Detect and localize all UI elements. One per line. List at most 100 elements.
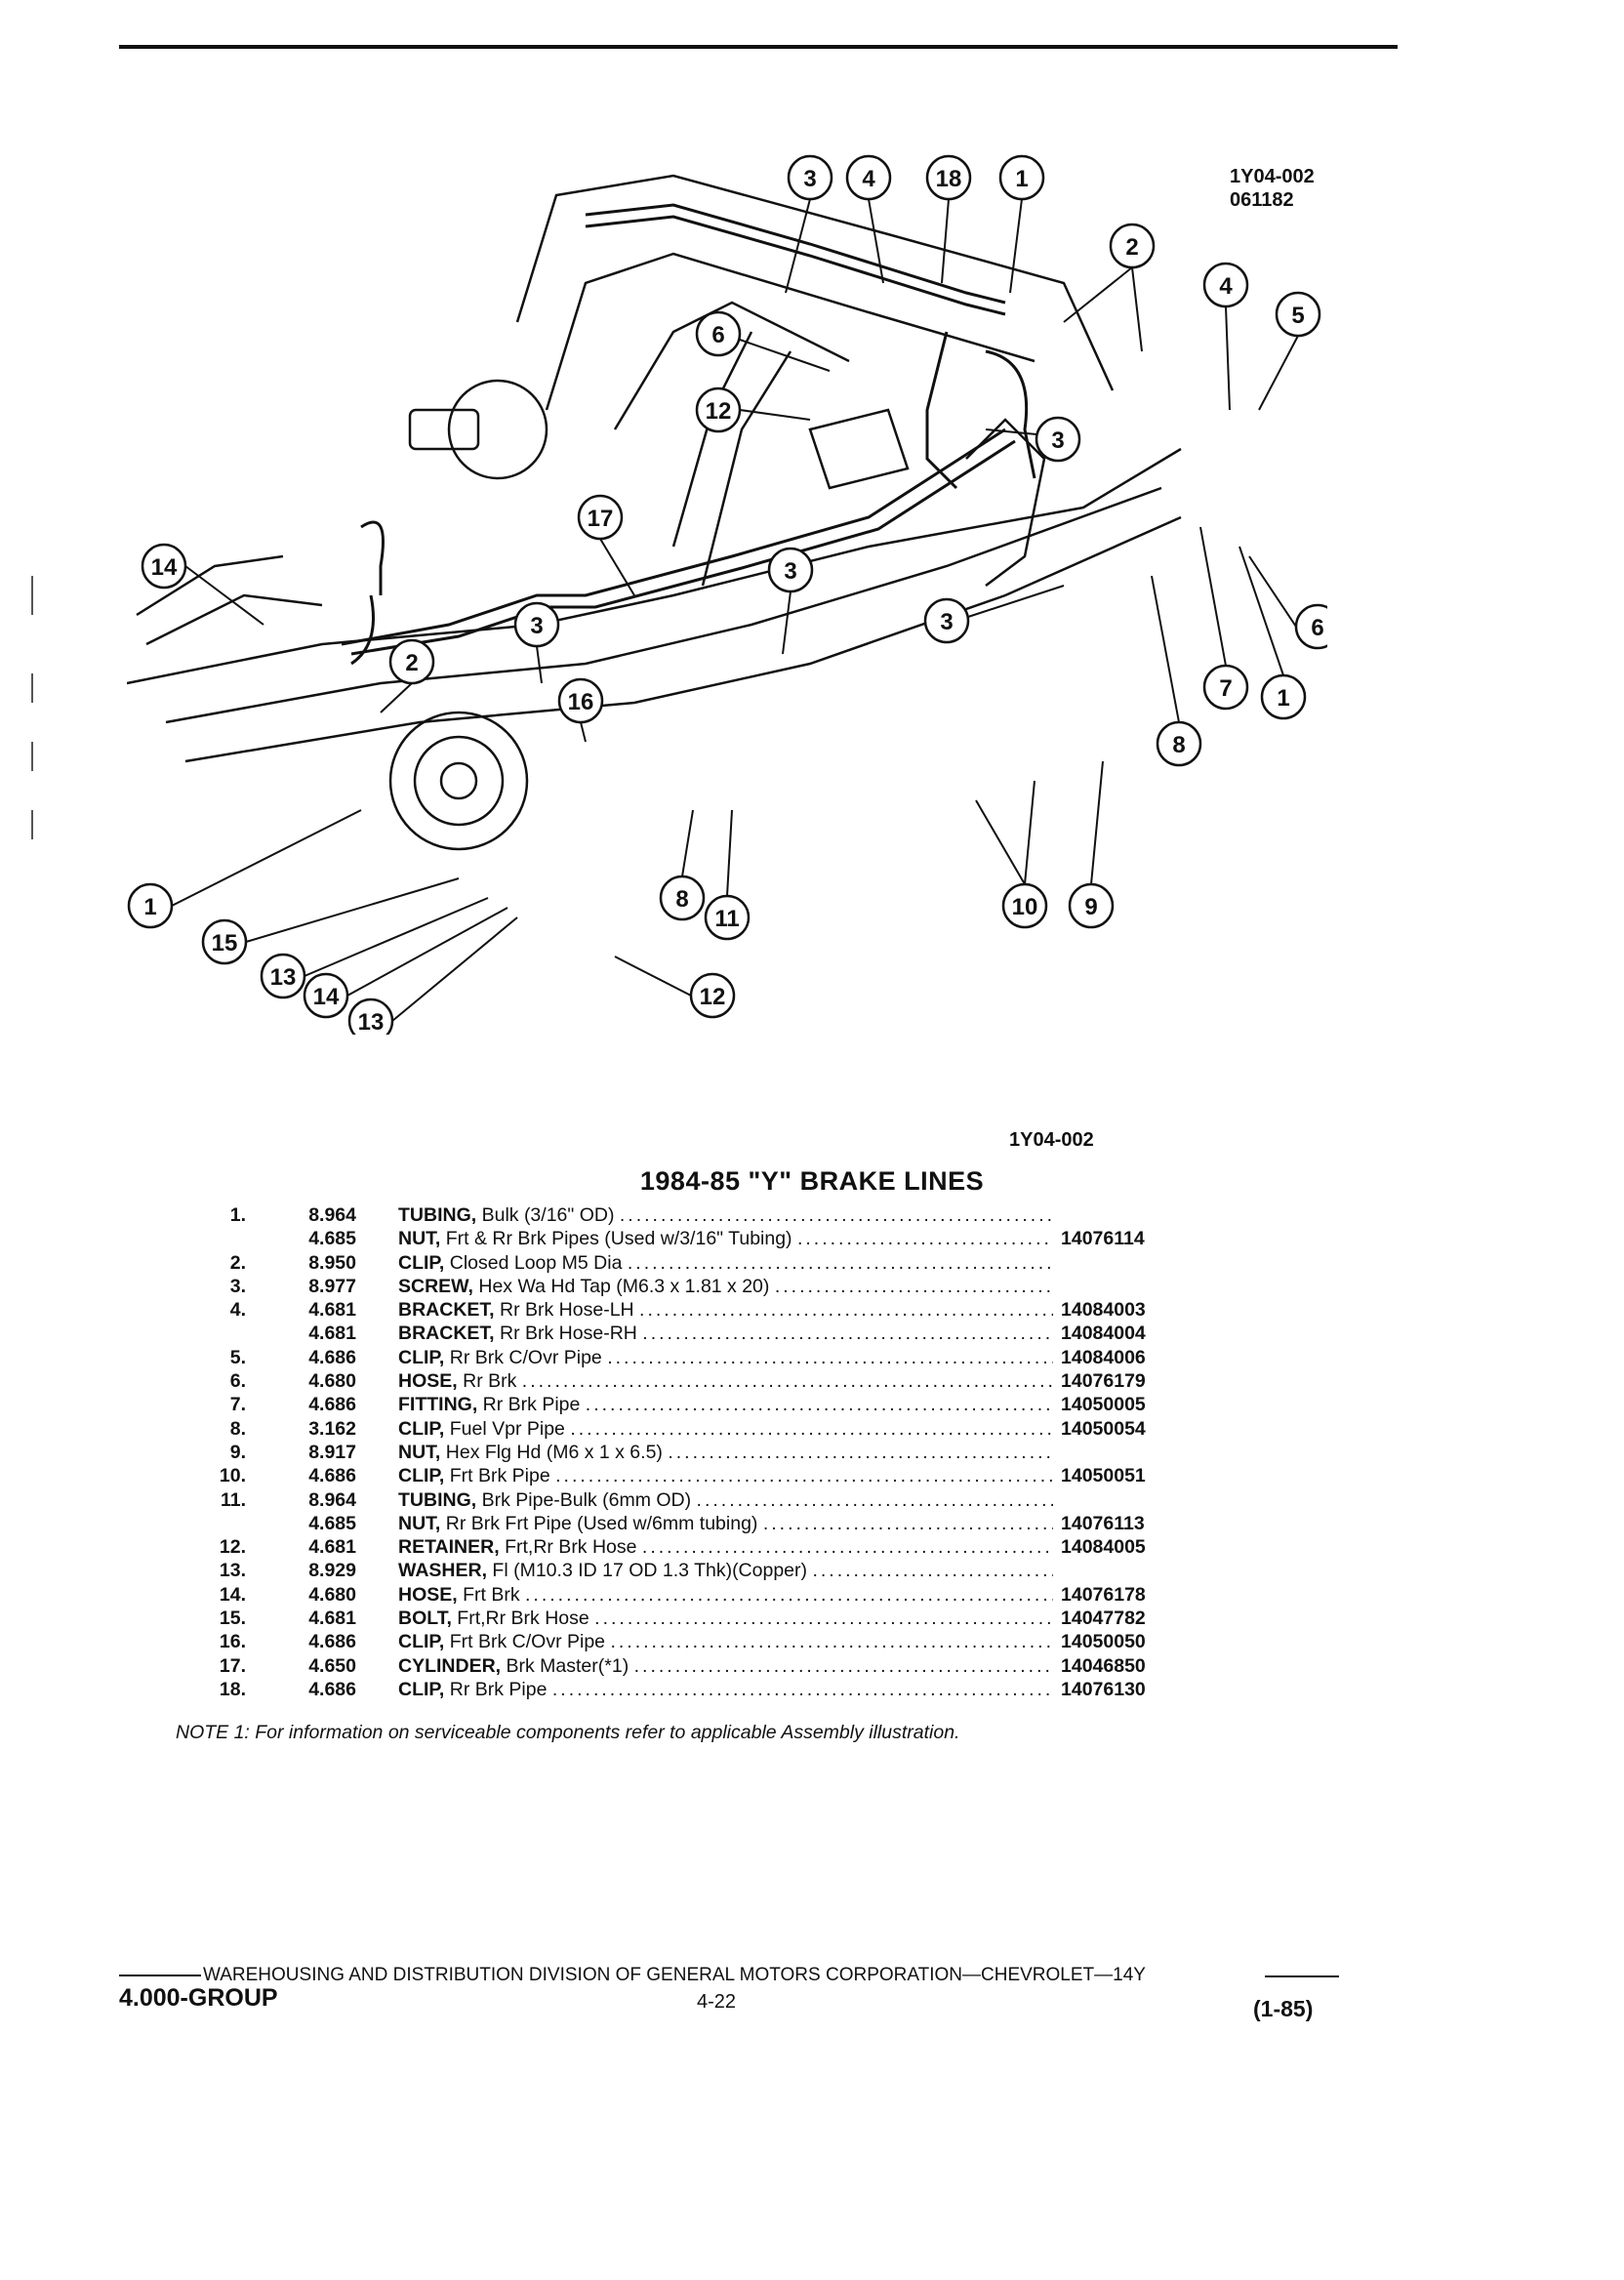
item-detail: Brk Pipe-Bulk (6mm OD) xyxy=(476,1488,697,1511)
leader-dots: ........................................… xyxy=(696,1488,1053,1511)
item-description: CYLINDER, Brk Master(*1) ...............… xyxy=(356,1654,1053,1678)
item-detail: Closed Loop M5 Dia xyxy=(444,1251,628,1274)
item-number: 18. xyxy=(219,1678,246,1700)
item-name: FITTING, xyxy=(398,1394,478,1416)
svg-text:9: 9 xyxy=(1084,894,1097,920)
group-number: 4.680 xyxy=(308,1370,356,1393)
item-name: BRACKET, xyxy=(398,1299,495,1322)
footer-division-text: WAREHOUSING AND DISTRIBUTION DIVISION OF… xyxy=(203,1965,1146,1985)
svg-text:1: 1 xyxy=(143,894,156,920)
svg-text:8: 8 xyxy=(675,886,688,913)
part-number xyxy=(1053,1441,1178,1464)
part-number: 14084005 xyxy=(1061,1536,1146,1559)
svg-text:15: 15 xyxy=(212,930,238,957)
item-name: BRACKET, xyxy=(398,1323,495,1345)
item-description: SCREW, Hex Wa Hd Tap (M6.3 x 1.81 x 20) … xyxy=(356,1275,1053,1298)
item-name: CLIP, xyxy=(398,1465,445,1487)
leader-dots: ........................................… xyxy=(594,1608,1053,1630)
item-number: 8. xyxy=(229,1417,246,1440)
margin-mark xyxy=(31,810,33,839)
part-number: 14050005 xyxy=(1061,1394,1146,1416)
part-number: 14084004 xyxy=(1061,1323,1146,1345)
svg-text:14: 14 xyxy=(151,554,178,581)
group-number: 4.681 xyxy=(308,1299,356,1322)
svg-text:12: 12 xyxy=(700,984,726,1010)
item-number: 17. xyxy=(219,1654,246,1677)
footnote: NOTE 1: For information on serviceable c… xyxy=(176,1722,960,1743)
svg-text:1: 1 xyxy=(1277,685,1289,712)
page-title: 1984-85 "Y" BRAKE LINES xyxy=(639,1166,985,1196)
item-number: 15. xyxy=(219,1608,246,1630)
item-name: WASHER, xyxy=(398,1560,488,1582)
item-detail: Rr Brk Frt Pipe (Used w/6mm tubing) xyxy=(440,1512,763,1534)
svg-text:5: 5 xyxy=(1291,303,1304,329)
item-detail: Rr Brk xyxy=(457,1370,522,1393)
item-description: HOSE, Frt Brk ..........................… xyxy=(356,1583,1053,1607)
svg-text:3: 3 xyxy=(940,609,953,635)
item-detail: Rr Brk Pipe xyxy=(477,1394,586,1416)
svg-text:6: 6 xyxy=(711,322,724,348)
item-name: RETAINER, xyxy=(398,1536,500,1559)
leader-dots: ........................................… xyxy=(525,1583,1053,1606)
item-detail: Hex Wa Hd Tap (M6.3 x 1.81 x 20) xyxy=(472,1275,775,1297)
part-number: 14076113 xyxy=(1061,1512,1145,1534)
item-description: TUBING, Brk Pipe-Bulk (6mm OD) .........… xyxy=(356,1488,1053,1512)
diagram-code-bottom: 1Y04-002 xyxy=(1009,1129,1094,1151)
leader-dots: ........................................… xyxy=(641,1536,1053,1559)
svg-text:4: 4 xyxy=(1219,273,1233,300)
item-name: TUBING, xyxy=(398,1488,477,1511)
group-number: 3.162 xyxy=(308,1417,356,1440)
svg-text:3: 3 xyxy=(530,613,543,639)
item-description: NUT, Rr Brk Frt Pipe (Used w/6mm tubing)… xyxy=(356,1512,1053,1535)
group-number: 4.680 xyxy=(308,1583,356,1606)
item-number: 2. xyxy=(229,1251,246,1274)
svg-text:13: 13 xyxy=(358,1009,385,1035)
item-detail: Hex Flg Hd (M6 x 1 x 6.5) xyxy=(440,1441,669,1463)
leader-dots: ........................................… xyxy=(762,1512,1053,1534)
leader-dots: ........................................… xyxy=(585,1394,1053,1416)
item-detail: Brk Master(*1) xyxy=(501,1654,634,1677)
item-description: RETAINER, Frt,Rr Brk Hose ..............… xyxy=(356,1535,1053,1559)
item-description: WASHER, Fl (M10.3 ID 17 OD 1.3 Thk)(Copp… xyxy=(356,1559,1053,1582)
group-number: 8.929 xyxy=(308,1560,356,1582)
svg-text:12: 12 xyxy=(706,398,732,425)
item-detail: Frt Brk Pipe xyxy=(444,1465,556,1487)
item-description: HOSE, Rr Brk ...........................… xyxy=(356,1369,1053,1393)
svg-text:6: 6 xyxy=(1311,615,1323,641)
margin-mark xyxy=(31,673,33,703)
group-number: 4.686 xyxy=(308,1465,356,1487)
part-number: 14050054 xyxy=(1061,1417,1146,1440)
leader-dots: ........................................… xyxy=(521,1370,1053,1393)
item-description: CLIP, Frt Brk Pipe .....................… xyxy=(356,1464,1053,1487)
part-number: 14076178 xyxy=(1061,1583,1146,1606)
item-name: CLIP, xyxy=(398,1346,445,1368)
item-number: 3. xyxy=(229,1275,246,1297)
item-detail: Frt & Rr Brk Pipes (Used w/3/16" Tubing) xyxy=(440,1228,797,1250)
part-number xyxy=(1053,1488,1178,1512)
leader-dots: ........................................… xyxy=(668,1441,1053,1463)
item-name: CLIP, xyxy=(398,1417,445,1440)
leader-dots: ........................................… xyxy=(774,1275,1053,1297)
item-description: CLIP, Rr Brk Pipe ......................… xyxy=(356,1678,1053,1701)
leader-dots: ........................................… xyxy=(555,1465,1053,1487)
leader-dots: ........................................… xyxy=(639,1299,1053,1322)
top-rule xyxy=(119,45,1398,49)
item-name: NUT, xyxy=(398,1512,441,1534)
group-number: 4.685 xyxy=(308,1512,356,1534)
group-number: 4.686 xyxy=(308,1631,356,1653)
item-number xyxy=(146,1227,246,1250)
part-number: 14076130 xyxy=(1061,1678,1146,1700)
margin-mark xyxy=(31,576,33,615)
item-number xyxy=(146,1512,246,1535)
part-number: 14046850 xyxy=(1061,1654,1146,1677)
